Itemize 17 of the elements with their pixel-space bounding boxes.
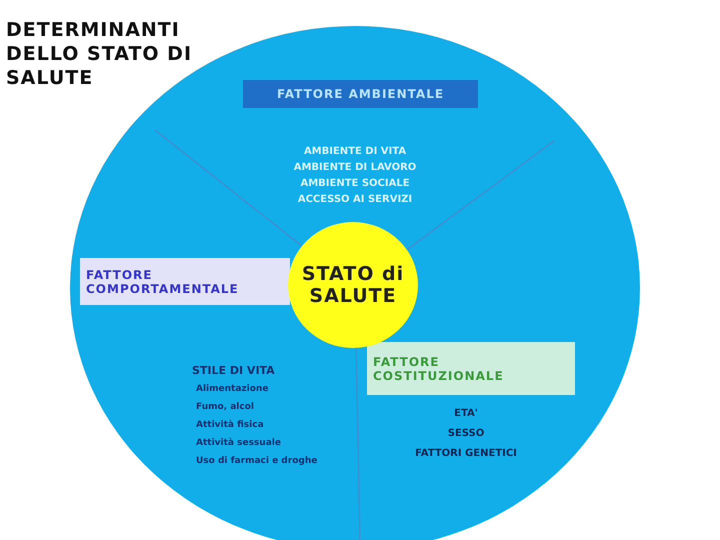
list-text: Fumo, alcol [196,402,254,412]
list-text: AMBIENTE SOCIALE [300,178,410,189]
diagram-title: DETERMINANTI DELLO STATO DI SALUTE [6,18,194,90]
list-text: ACCESSO AI SERVIZI [298,194,412,205]
list-text: STILE DI VITA [192,364,275,377]
factor-label-box: FATTORE AMBIENTALE [243,80,478,108]
list-text: ETA' [454,408,478,419]
factor-label-box: FATTORE COSTITUZIONALE [367,342,575,395]
list-text: Uso di farmaci e droghe [196,456,318,466]
list-text: SESSO [448,428,484,439]
list-text: AMBIENTE DI LAVORO [294,162,416,173]
list-text: AMBIENTE DI VITA [304,146,406,157]
factor-label-box: FATTORE COMPORTAMENTALE [80,258,290,305]
list-text: Alimentazione [196,384,268,394]
list-text: Attività sessuale [196,438,281,448]
list-text: FATTORI GENETICI [415,448,517,459]
list-text: Attività fisica [196,420,264,430]
